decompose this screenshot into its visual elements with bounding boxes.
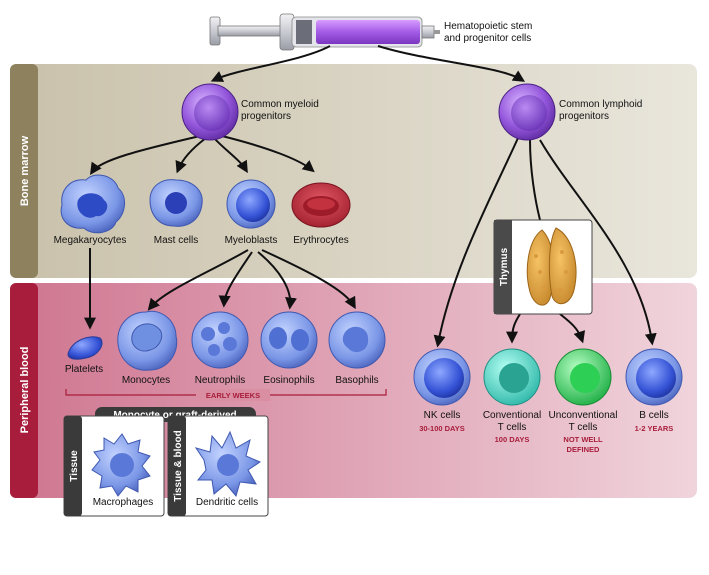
basophils-label: Basophils	[335, 375, 378, 386]
b-cells-label: B cells	[639, 410, 668, 421]
platelet-cell	[67, 336, 103, 360]
megakaryocytes-label: Megakaryocytes	[54, 235, 127, 246]
mast-cell	[149, 179, 203, 227]
myeloblast-cell	[226, 179, 276, 229]
thymus-icon	[526, 227, 577, 306]
lineage-arrows	[84, 45, 657, 348]
common-myeloid-progenitor-cell	[181, 83, 239, 141]
monocytes-label: Monocytes	[122, 375, 170, 386]
nk-cells-label: NK cells	[424, 410, 461, 421]
nk-cell	[413, 348, 471, 406]
nk-lifespan: 30-100 DAYS	[419, 424, 465, 433]
dendritic-cell	[194, 430, 262, 498]
unconventional-t-lifespan-line1: NOT WELL	[563, 435, 603, 444]
unconventional-t-cell	[554, 348, 612, 406]
myeloid-label-line2: progenitors	[241, 111, 291, 122]
conventional-t-label-line1: Conventional	[483, 410, 541, 421]
conventional-t-label-line2: T cells	[498, 422, 527, 433]
b-cell	[625, 348, 683, 406]
dendritic-cells-label: Dendritic cells	[196, 497, 258, 508]
tissue-tab-label: Tissue	[69, 450, 80, 482]
early-weeks-label: EARLY WEEKS	[206, 391, 260, 400]
thymus-label: Thymus	[499, 247, 510, 286]
bone-marrow-label: Bone marrow	[19, 135, 31, 206]
common-lymphoid-progenitor-cell	[498, 83, 556, 141]
eosinophil-cell	[260, 311, 318, 369]
neutrophil-cell	[191, 311, 249, 369]
conventional-t-cell	[483, 348, 541, 406]
lymphoid-label-line2: progenitors	[559, 111, 609, 122]
syringe-icon	[209, 13, 440, 51]
unconventional-t-lifespan-line2: DEFINED	[567, 445, 601, 454]
unconventional-t-label-line1: Unconventional	[549, 410, 618, 421]
b-cells-lifespan: 1-2 YEARS	[635, 424, 674, 433]
neutrophils-label: Neutrophils	[195, 375, 246, 386]
basophil-cell	[328, 311, 386, 369]
platelets-label: Platelets	[65, 364, 103, 375]
myeloid-label-line1: Common myeloid	[241, 99, 319, 110]
macrophages-label: Macrophages	[93, 497, 154, 508]
macrophage-cell	[91, 433, 151, 497]
tissue-blood-tab-label: Tissue & blood	[173, 430, 184, 502]
mast-cells-label: Mast cells	[154, 235, 198, 246]
unconventional-t-label-line2: T cells	[569, 422, 598, 433]
hspc-label-line1: Hematopoietic stem	[444, 21, 532, 32]
megakaryocyte-cell	[60, 174, 125, 234]
early-weeks-bracket: EARLY WEEKS	[65, 389, 387, 401]
lymphoid-label-line1: Common lymphoid	[559, 99, 642, 110]
conventional-t-lifespan: 100 DAYS	[495, 435, 530, 444]
erythrocytes-label: Erythrocytes	[293, 235, 349, 246]
thymus-box: Thymus	[493, 219, 593, 315]
hspc-label-line2: and progenitor cells	[444, 33, 531, 44]
peripheral-blood-label: Peripheral blood	[19, 347, 31, 434]
tissue-panel: Monocyte or graft-derived Tissue Macroph…	[63, 407, 269, 517]
monocyte-cell	[117, 310, 178, 371]
eosinophils-label: Eosinophils	[263, 375, 314, 386]
myeloblasts-label: Myeloblasts	[225, 235, 278, 246]
erythrocyte-cell	[291, 182, 351, 228]
